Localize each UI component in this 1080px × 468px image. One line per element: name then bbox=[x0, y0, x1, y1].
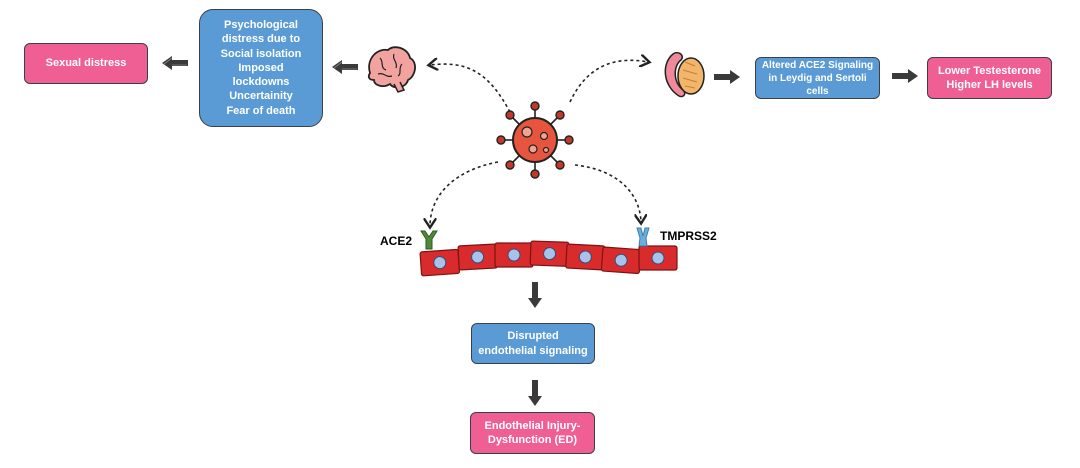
endothelial-cell bbox=[565, 243, 606, 271]
brain-icon bbox=[367, 46, 416, 93]
dashed-arrow-to-testis bbox=[569, 60, 648, 103]
sexual-distress-text: Sexual distress bbox=[45, 57, 127, 70]
virus-icon bbox=[496, 101, 574, 179]
block-arrow-psych-to-sexual bbox=[162, 56, 188, 70]
disrupted-endothelial-signaling-box: Disrupted endothelial signaling bbox=[471, 323, 595, 364]
endothelial-cell bbox=[419, 248, 461, 277]
testosterone-box: Lower Testesterone Higher LH levels bbox=[927, 57, 1052, 99]
psych-line-7: Fear of death bbox=[226, 104, 296, 117]
ace2-receptor-icon bbox=[420, 230, 438, 250]
psych-line-2: distress due to bbox=[221, 33, 301, 46]
endothelial-cell bbox=[529, 240, 570, 267]
dashed-arrow-to-ace2 bbox=[430, 161, 499, 226]
disrupted-line-1: Disrupted bbox=[507, 330, 559, 343]
endothelial-cell bbox=[600, 246, 642, 275]
dashed-arrow-to-brain bbox=[430, 64, 511, 113]
altered-ace2-signaling-box: Altered ACE2 Signaling in Leydig and Ser… bbox=[755, 57, 880, 99]
endothelial-cell bbox=[638, 245, 678, 271]
psych-line-5: lockdowns bbox=[232, 76, 290, 89]
psych-line-3: Social isolation bbox=[220, 47, 302, 60]
tmprss2-receptor-icon bbox=[636, 227, 650, 247]
block-arrow-cells-to-disrupted bbox=[528, 282, 542, 308]
psych-line-6: Uncertainity bbox=[229, 90, 293, 103]
endothelial-cell bbox=[457, 243, 498, 271]
block-arrow-ace2-to-testosterone bbox=[892, 69, 918, 83]
psychological-distress-box: Psychological distress due to Social iso… bbox=[199, 9, 323, 127]
ace2-label: ACE2 bbox=[380, 234, 413, 248]
sexual-distress-box: Sexual distress bbox=[24, 43, 148, 84]
block-arrow-disrupted-to-injury bbox=[528, 380, 542, 406]
ace2-signaling-line-2: in Leydig and Sertoli bbox=[768, 72, 867, 84]
dashed-arrow-to-tmprss2 bbox=[574, 164, 641, 222]
injury-line-2: Dysfunction (ED) bbox=[487, 434, 578, 446]
ace2-signaling-line-3: cells bbox=[806, 85, 829, 97]
testis-icon bbox=[664, 51, 705, 98]
endothelial-cell bbox=[494, 242, 534, 268]
psych-line-4: Imposed bbox=[238, 61, 284, 74]
testosterone-line-2: Higher LH levels bbox=[946, 79, 1033, 91]
psych-line-1: Psychological bbox=[224, 18, 298, 31]
endothelial-injury-box: Endothelial Injury- Dysfunction (ED) bbox=[470, 412, 595, 454]
injury-line-1: Endothelial Injury- bbox=[484, 419, 581, 432]
block-arrow-testis-to-ace2 bbox=[714, 70, 740, 84]
endothelial-cell-layer bbox=[419, 240, 678, 277]
testosterone-line-1: Lower Testesterone bbox=[937, 64, 1042, 77]
block-arrow-brain-to-psych bbox=[332, 60, 358, 74]
ace2-signaling-line-1: Altered ACE2 Signaling bbox=[761, 59, 874, 71]
tmprss2-label: TMPRSS2 bbox=[660, 229, 717, 243]
disrupted-line-2: endothelial signaling bbox=[478, 344, 588, 357]
